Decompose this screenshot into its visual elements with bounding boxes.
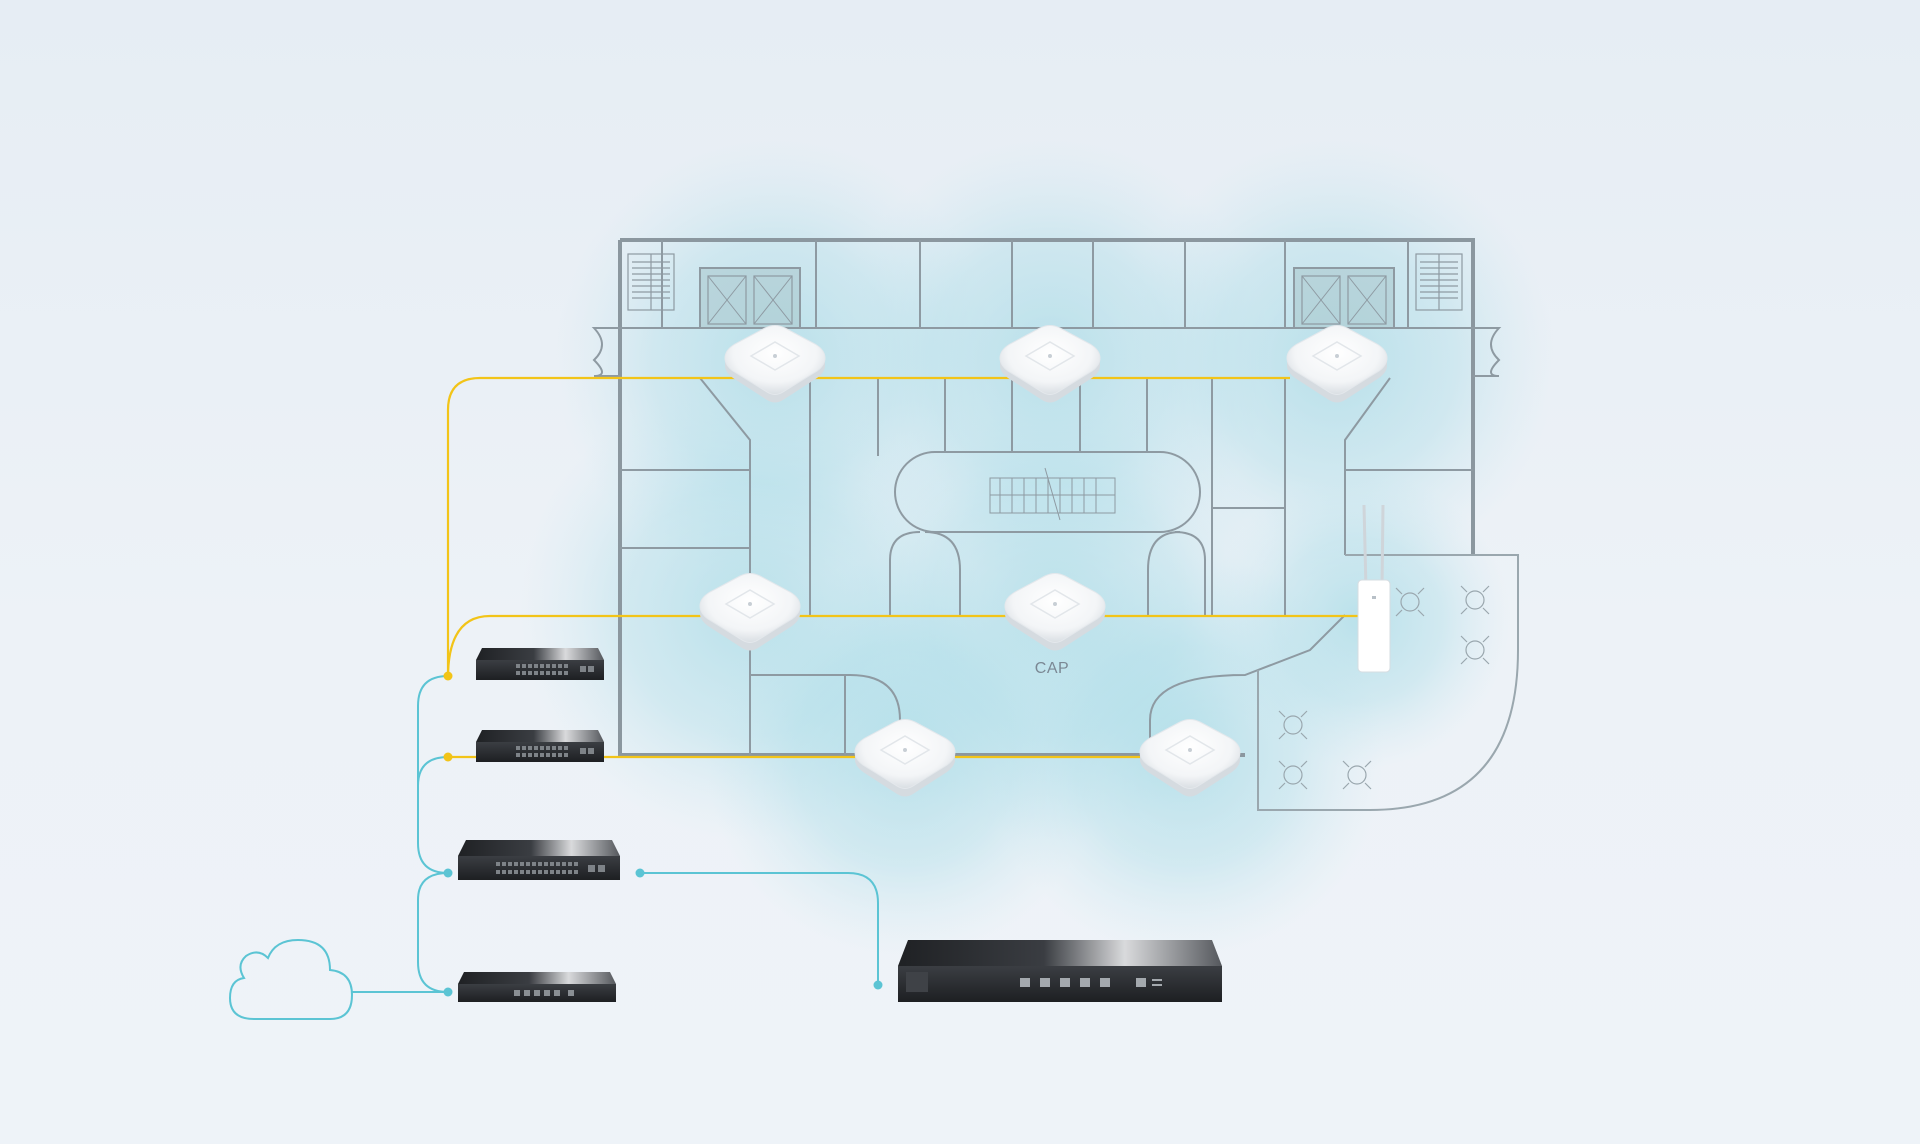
network-switch-icon[interactable] [476,730,604,762]
router-icon[interactable] [458,972,616,1002]
connection-dot [443,671,453,681]
terrace-tables [1278,585,1490,790]
terrace [1257,554,1519,811]
wall [849,674,901,755]
stairs-right [1415,253,1463,311]
ethernet-cable-core-switch-2 [417,756,449,874]
wall [1344,377,1391,555]
ceiling-access-point-icon[interactable] [699,573,801,651]
ethernet-cables [352,675,879,993]
connection-dot [443,752,453,762]
ceiling-access-point-icon[interactable] [1286,325,1388,403]
connection-dot [635,868,645,878]
network-switch-icon[interactable] [458,840,620,880]
wall [924,531,961,615]
wall [889,531,921,615]
stairs-left [627,253,675,311]
atrium [894,451,1201,533]
connection-dot [873,980,883,990]
network-switch-icon[interactable] [476,648,604,680]
outer-wall [618,238,1475,757]
ceiling-access-point-icon[interactable] [1004,573,1106,651]
wall [591,327,620,377]
ethernet-cable-router-core [417,872,449,993]
connection-dot [443,987,453,997]
poe-cable-middle-row [446,614,1360,679]
wall [1473,327,1502,377]
cap-label: CAP [1034,660,1070,677]
ethernet-cable-core-switch-1 [417,675,449,786]
wall [1147,531,1181,615]
connection-dot [443,868,453,878]
atrium-escalator [989,467,1116,521]
wall [1149,614,1346,755]
elevators-right [1293,267,1395,329]
connection-points [443,671,883,997]
cloud-icon [228,938,354,1020]
access-points [699,325,1388,797]
ceiling-access-point-icon[interactable] [854,719,956,797]
wall [1174,531,1206,615]
ethernet-cable-core-controller [640,872,879,985]
ceiling-access-point-icon[interactable] [999,325,1101,403]
poe-cable-top-row [446,376,1290,678]
wireless-controller-icon[interactable] [898,940,1222,1002]
ceiling-access-point-icon[interactable] [1139,719,1241,797]
outdoor-access-point-icon[interactable] [1357,504,1391,673]
ceiling-access-point-icon[interactable] [724,325,826,403]
elevators-left [699,267,801,329]
